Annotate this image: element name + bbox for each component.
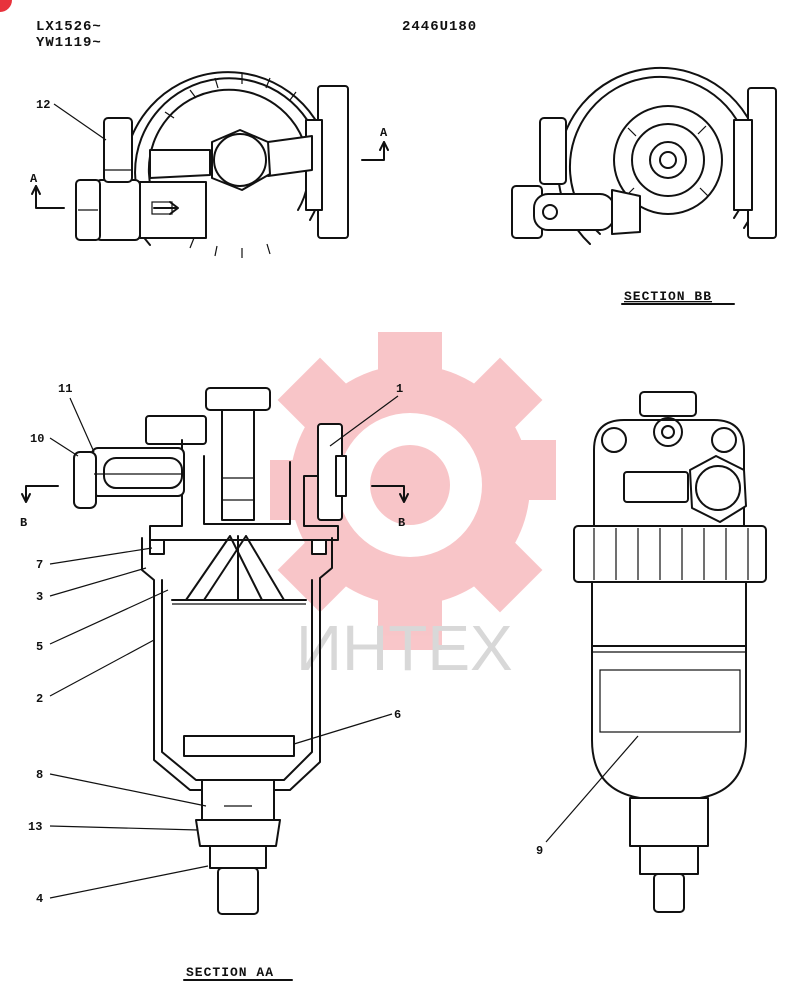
serial-line-2: YW1119~ — [36, 35, 102, 51]
leader-3 — [49, 567, 147, 597]
callout-11: 11 — [58, 382, 72, 396]
callout-4: 4 — [36, 892, 43, 906]
callout-1: 1 — [396, 382, 403, 396]
leader-9 — [545, 735, 639, 843]
section-mark-b-left: B — [20, 516, 27, 530]
leader-2 — [49, 639, 155, 697]
callout-8: 8 — [36, 768, 43, 782]
leader-5 — [49, 589, 169, 645]
leader-12 — [53, 103, 107, 141]
watermark-text: ИНТЕХ — [296, 612, 513, 684]
section-bb-title: SECTION BB — [624, 289, 712, 304]
callout-9: 9 — [536, 844, 543, 858]
leader-6 — [293, 713, 393, 745]
callout-10: 10 — [30, 432, 44, 446]
callout-7: 7 — [36, 558, 43, 572]
callout-12: 12 — [36, 98, 50, 112]
section-aa-view — [21, 387, 409, 915]
section-mark-a-right: A — [380, 126, 388, 140]
leader-11 — [69, 397, 95, 453]
callout-6: 6 — [394, 708, 401, 722]
leader-10 — [49, 437, 79, 457]
leader-13 — [49, 825, 199, 831]
leader-4 — [49, 865, 209, 899]
leader-8 — [49, 773, 207, 807]
exterior-view — [573, 391, 767, 913]
section-aa-title: SECTION AA — [186, 965, 274, 980]
section-mark-a-left: A — [30, 172, 38, 186]
corner-marker — [0, 0, 12, 12]
callout-3: 3 — [36, 590, 43, 604]
watermark-gear-icon — [270, 332, 556, 650]
callout-2: 2 — [36, 692, 43, 706]
section-mark-b-right: B — [398, 516, 405, 530]
leader-7 — [49, 547, 153, 565]
callout-5: 5 — [36, 640, 43, 654]
drawing-code: 2446U180 — [402, 19, 477, 35]
section-bb-view — [511, 66, 777, 245]
callout-13: 13 — [28, 820, 42, 834]
serial-line-1: LX1526~ — [36, 19, 102, 35]
leader-1 — [329, 395, 399, 447]
top-left-view — [31, 71, 389, 258]
